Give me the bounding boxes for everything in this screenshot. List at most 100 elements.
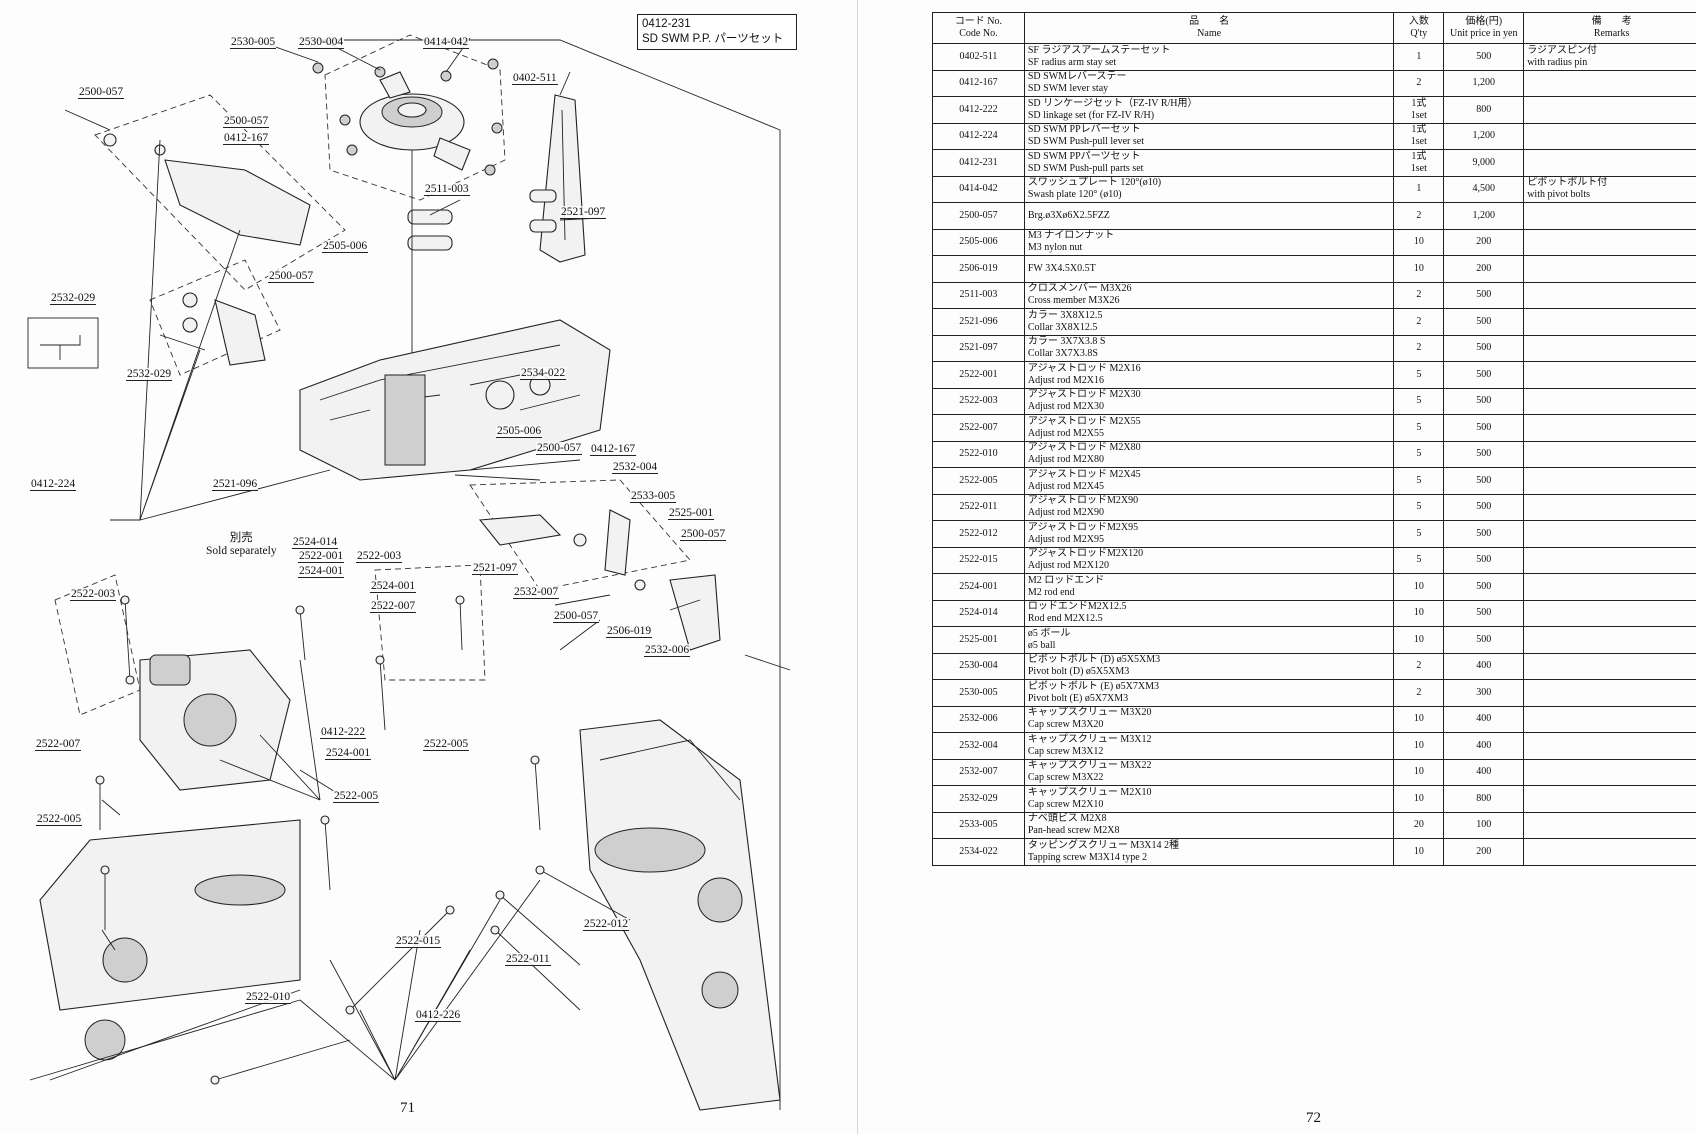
cell-price: 200 <box>1443 228 1525 256</box>
cell-remarks <box>1523 440 1696 468</box>
qty: 2 <box>1416 209 1422 221</box>
cell-price: 500 <box>1443 281 1525 309</box>
cell-qty: 2 <box>1393 679 1445 707</box>
name-en: Collar 3X7X3.8S <box>1027 348 1098 360</box>
cell-price: 4,500 <box>1443 175 1525 203</box>
cell-remarks <box>1523 838 1696 866</box>
rod-group-outline-2 <box>374 564 486 681</box>
cell-remarks <box>1523 520 1696 548</box>
cell-remarks <box>1523 758 1696 786</box>
cell-code: 2511-003 <box>932 281 1025 309</box>
part-callout: 0412-167 <box>223 132 270 145</box>
name-en: SD SWM lever stay <box>1027 83 1109 95</box>
cell-remarks <box>1523 122 1696 150</box>
name-jp: キャップスクリュー M3X22 <box>1027 760 1152 772</box>
cell-qty: 2 <box>1393 334 1445 362</box>
cell-price: 500 <box>1443 573 1525 601</box>
part-callout: 2500-057 <box>536 442 583 455</box>
exploded-parts-diagram <box>27 34 791 1111</box>
cell-qty: 10 <box>1393 573 1445 601</box>
frame-assembly-right <box>579 719 781 1111</box>
cell-qty: 5 <box>1393 546 1445 574</box>
qty-en: 1set <box>1410 136 1427 148</box>
cell-remarks <box>1523 414 1696 442</box>
part-callout: 2530-004 <box>298 36 345 49</box>
qty: 1式 <box>1411 150 1427 162</box>
cell-code: 2522-015 <box>932 546 1025 574</box>
cell-price: 400 <box>1443 705 1525 733</box>
qty: 5 <box>1416 395 1422 407</box>
cell-qty: 2 <box>1393 308 1445 336</box>
cross-members <box>407 189 557 251</box>
name-en: SF radius arm stay set <box>1027 56 1117 68</box>
remarks-jp: ピボットボルト付 <box>1527 177 1608 189</box>
cell-code: 0412-222 <box>932 96 1025 124</box>
cell-qty: 10 <box>1393 785 1445 813</box>
part-callout: 2522-010 <box>245 991 292 1004</box>
lever-stay-group-outline <box>94 94 346 291</box>
cell-remarks <box>1523 387 1696 415</box>
remarks-en: with radius pin <box>1527 56 1588 68</box>
cell-remarks <box>1523 467 1696 495</box>
name-jp: ロッドエンドM2X12.5 <box>1027 601 1127 613</box>
cell-price: 800 <box>1443 785 1525 813</box>
cell-price: 500 <box>1443 493 1525 521</box>
cell-remarks <box>1523 652 1696 680</box>
name-en: SD SWM Push-pull lever set <box>1027 136 1144 148</box>
qty: 2 <box>1416 686 1422 698</box>
name-en: M2 rod end <box>1027 586 1075 598</box>
cell-remarks <box>1523 228 1696 256</box>
qty: 5 <box>1416 368 1422 380</box>
name-en: SD SWM Push-pull parts set <box>1027 162 1144 174</box>
cell-qty: 20 <box>1393 811 1445 839</box>
cell-remarks <box>1523 149 1696 177</box>
name-en: FW 3X4.5X0.5T <box>1027 262 1096 274</box>
name-jp: M3 ナイロンナット <box>1027 230 1115 242</box>
cell-price: 500 <box>1443 520 1525 548</box>
qty: 10 <box>1413 713 1424 725</box>
part-callout: 2522-015 <box>395 935 442 948</box>
part-callout: 2500-057 <box>223 115 270 128</box>
cell-code: 2522-005 <box>932 467 1025 495</box>
name-jp: スワッシュプレート 120°(ø10) <box>1027 177 1162 189</box>
cell-code: 2525-001 <box>932 626 1025 654</box>
name-en: Swash plate 120° (ø10) <box>1027 189 1122 201</box>
cell-price: 100 <box>1443 811 1525 839</box>
cell-remarks <box>1523 361 1696 389</box>
cell-name: SD リンケージセット（FZ-IV R/H用）SD linkage set (f… <box>1023 96 1395 124</box>
cell-code: 2522-007 <box>932 414 1025 442</box>
qty: 1式 <box>1411 124 1427 136</box>
sold-separately-en: Sold separately <box>206 545 277 557</box>
name-jp: ピボットボルト (D) ø5X5XM3 <box>1027 654 1161 666</box>
name-en: Cap screw M3X22 <box>1027 772 1104 784</box>
cell-price: 500 <box>1443 626 1525 654</box>
name-jp: アジャストロッド M2X45 <box>1027 468 1141 480</box>
part-callout: 2522-012 <box>583 918 630 931</box>
qty: 10 <box>1413 766 1424 778</box>
cell-price: 500 <box>1443 308 1525 336</box>
part-callout: 0412-222 <box>320 726 367 739</box>
name-jp: SD リンケージセット（FZ-IV R/H用） <box>1027 97 1198 109</box>
name-jp: アジャストロッド M2X30 <box>1027 389 1141 401</box>
